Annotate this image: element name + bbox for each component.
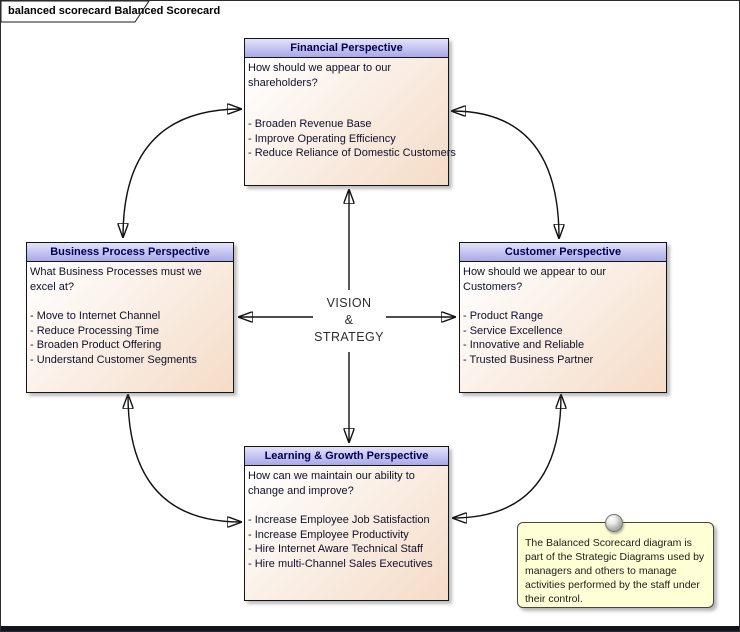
list-item: - Increase Employee Productivity <box>248 528 409 541</box>
box-question: How should we appear to our shareholders… <box>248 62 392 89</box>
list-item: - Hire Internet Aware Technical Staff <box>248 543 423 555</box>
vision-line: VISION <box>326 296 372 310</box>
connector-customer-learning[interactable] <box>453 395 561 518</box>
connector-business-financial[interactable] <box>123 109 241 237</box>
frame-bottom-edge <box>1 626 739 631</box>
note-pin-sphere-icon <box>605 514 623 532</box>
list-item: - Reduce Processing Time <box>30 324 159 337</box>
box-body-financial: How should we appear to our shareholders… <box>245 58 456 161</box>
list-item: - Reduce Reliance of Domestic Customers <box>248 147 456 159</box>
box-body-customer: How should we appear to our Customers? -… <box>460 262 666 367</box>
box-header-learning-growth: Learning & Growth Perspective <box>245 447 448 466</box>
tab-title: balanced scorecard Balanced Scorecard <box>8 5 221 17</box>
box-body-business-process: What Business Processes must we excel at… <box>27 262 233 367</box>
list-item: - Product Range <box>463 310 544 322</box>
strategy-line: STRATEGY <box>314 330 384 344</box>
list-item: - Improve Operating Efficiency <box>248 132 396 145</box>
box-items: - Broaden Revenue Base - Improve Operati… <box>248 117 456 161</box>
tab-shape-icon <box>1 1 150 23</box>
box-items: - Product Range - Service Excellence - I… <box>463 309 663 367</box>
list-item: - Innovative and Reliable <box>463 339 585 351</box>
note[interactable]: The Balanced Scorecard diagram is part o… <box>517 522 714 608</box>
list-item: - Move to Internet Channel <box>30 310 161 322</box>
perspective-box-business-process[interactable]: Business Process Perspective What Busine… <box>26 242 234 393</box>
list-item: - Broaden Product Offering <box>30 339 162 351</box>
box-body-learning-growth: How can we maintain our ability to chang… <box>245 466 448 571</box>
connector-financial-customer[interactable] <box>452 111 559 238</box>
list-item: - Service Excellence <box>463 324 563 337</box>
vision-strategy-label[interactable]: VISION & STRATEGY <box>289 295 409 346</box>
note-text: The Balanced Scorecard diagram is part o… <box>525 537 705 605</box>
list-item: - Increase Employee Job Satisfaction <box>248 514 430 526</box>
box-items: - Move to Internet Channel - Reduce Proc… <box>30 309 230 367</box>
box-question: How can we maintain our ability to chang… <box>248 470 415 497</box>
list-item: - Hire multi-Channel Sales Executives <box>248 557 433 570</box>
list-item: - Understand Customer Segments <box>30 353 197 366</box>
perspective-box-customer[interactable]: Customer Perspective How should we appea… <box>459 242 667 393</box>
list-item: - Broaden Revenue Base <box>248 118 372 130</box>
box-header-customer: Customer Perspective <box>460 243 666 262</box>
list-item: - Trusted Business Partner <box>463 353 594 366</box>
diagram-tab: balanced scorecard Balanced Scorecard <box>1 1 220 24</box>
perspective-box-financial[interactable]: Financial Perspective How should we appe… <box>244 38 456 186</box>
box-items: - Increase Employee Job Satisfaction - I… <box>248 513 445 571</box>
box-question: How should we appear to our Customers? <box>463 266 607 293</box>
box-question: What Business Processes must we excel at… <box>30 266 202 293</box>
box-header-financial: Financial Perspective <box>245 39 448 58</box>
perspective-box-learning-growth[interactable]: Learning & Growth Perspective How can we… <box>244 446 449 601</box>
ampersand-line: & <box>344 313 354 327</box>
connector-business-learning[interactable] <box>128 395 241 522</box>
box-header-business-process: Business Process Perspective <box>27 243 233 262</box>
